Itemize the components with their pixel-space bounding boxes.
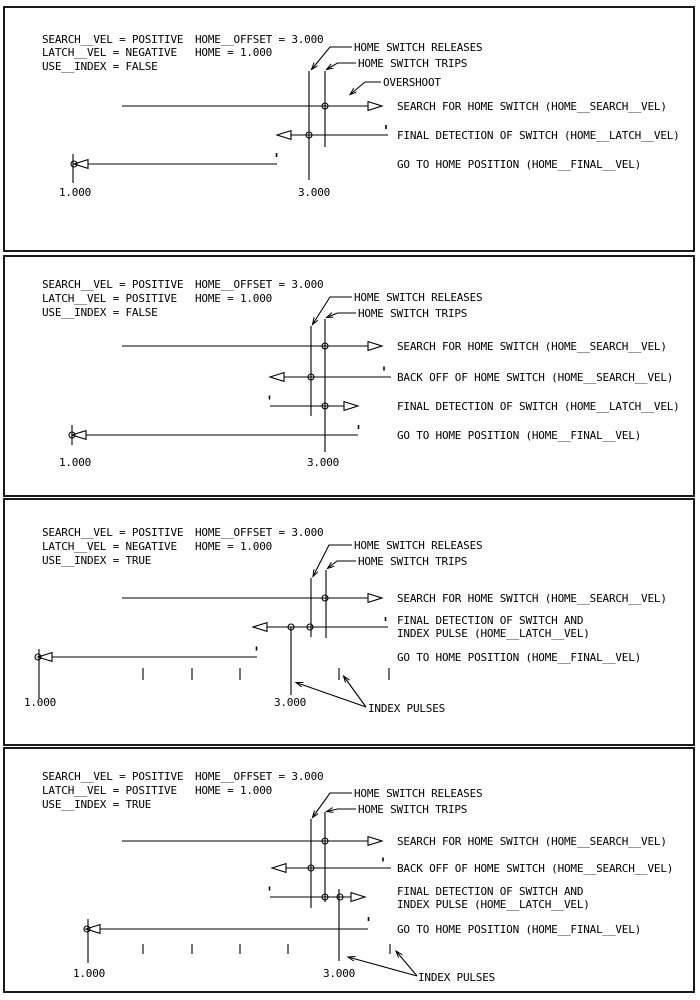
step-search-label: SEARCH FOR HOME SWITCH (HOME__SEARCH__VE… [397,340,667,353]
step-go-home-label: GO TO HOME POSITION (HOME__FINAL__VEL) [397,158,641,171]
param-search-vel: SEARCH__VEL = POSITIVE [42,33,183,46]
axis-label-home: 1.000 [59,456,91,469]
callout-leader-lines [313,296,356,325]
callout-switch-trips: HOME SWITCH TRIPS [358,555,467,568]
axis-label-offset: 3.000 [307,456,339,469]
move-final-latch [275,125,388,141]
step-back-off-label: BACK OFF OF HOME SWITCH (HOME__SEARCH__V… [397,862,673,875]
param-latch-vel: LATCH__VEL = NEGATIVE [42,540,177,553]
move-go-home [68,425,360,441]
callout-switch-releases: HOME SWITCH RELEASES [354,291,482,304]
step-search-label: SEARCH FOR HOME SWITCH (HOME__SEARCH__VE… [397,592,667,605]
axis-label-home: 1.000 [24,696,56,709]
callout-overshoot: OVERSHOOT [383,76,441,89]
axis-label-offset: 3.000 [323,967,355,980]
axis-label-home: 1.000 [73,967,105,980]
callout-switch-releases: HOME SWITCH RELEASES [354,539,482,552]
param-home: HOME = 1.000 [195,784,272,797]
param-home-offset: HOME__OFFSET = 3.000 [195,278,323,291]
index-pulse-ticks [142,627,390,695]
param-home: HOME = 1.000 [195,46,272,59]
switch-trip-release-lines [308,71,326,180]
param-use-index: USE__INDEX = TRUE [42,554,151,567]
index-pulses-leader-lines [296,676,367,708]
callout-switch-trips: HOME SWITCH TRIPS [358,57,467,70]
step-go-home-label: GO TO HOME POSITION (HOME__FINAL__VEL) [397,651,641,664]
index-pulses-label: INDEX PULSES [418,971,495,984]
callout-switch-trips: HOME SWITCH TRIPS [358,307,467,320]
step-go-home-label: GO TO HOME POSITION (HOME__FINAL__VEL) [397,429,641,442]
callout-switch-releases: HOME SWITCH RELEASES [354,41,482,54]
param-home-offset: HOME__OFFSET = 3.000 [195,33,323,46]
param-home: HOME = 1.000 [195,540,272,553]
move-final-latch-index [268,886,367,903]
move-back-off [268,366,391,383]
axis-label-offset: 3.000 [274,696,306,709]
callout-leader-lines [313,544,356,577]
param-home: HOME = 1.000 [195,292,272,305]
panel-border [3,6,695,252]
panel-3-negative-latch-with-index: SEARCH__VEL = POSITIVE LATCH__VEL = NEGA… [3,498,695,746]
step-final-label-line1: FINAL DETECTION OF SWITCH AND [397,614,583,627]
move-search [122,835,384,847]
panel-1-home-to-switch-negative-latch: SEARCH__VEL = POSITIVE LATCH__VEL = NEGA… [3,6,695,252]
panel-border [3,747,695,993]
param-search-vel: SEARCH__VEL = POSITIVE [42,526,183,539]
move-search [122,592,384,604]
panel-border [3,255,695,497]
move-search [122,100,384,112]
move-final-latch [268,395,360,412]
move-go-home [70,153,278,170]
panel-2-positive-latch-no-index: SEARCH__VEL = POSITIVE LATCH__VEL = POSI… [3,255,695,497]
move-back-off [270,857,391,874]
param-latch-vel: LATCH__VEL = POSITIVE [42,784,177,797]
callout-switch-trips: HOME SWITCH TRIPS [358,803,467,816]
step-search-label: SEARCH FOR HOME SWITCH (HOME__SEARCH__VE… [397,835,667,848]
step-final-label-line1: FINAL DETECTION OF SWITCH AND [397,885,583,898]
switch-trip-release-lines [310,812,326,908]
move-final-latch-index [251,617,388,633]
step-final-label-line2: INDEX PULSE (HOME__LATCH__VEL) [397,898,590,911]
callout-switch-releases: HOME SWITCH RELEASES [354,787,482,800]
param-search-vel: SEARCH__VEL = POSITIVE [42,770,183,783]
move-search [122,340,384,352]
step-final-label: FINAL DETECTION OF SWITCH (HOME__LATCH__… [397,400,680,413]
step-final-label-line2: INDEX PULSE (HOME__LATCH__VEL) [397,627,590,640]
move-go-home [34,646,258,663]
index-pulse-ticks [142,889,391,961]
param-use-index: USE__INDEX = TRUE [42,798,151,811]
step-back-off-label: BACK OFF OF HOME SWITCH (HOME__SEARCH__V… [397,371,673,384]
axis-label-home: 1.000 [59,186,91,199]
param-latch-vel: LATCH__VEL = POSITIVE [42,292,177,305]
step-final-label: FINAL DETECTION OF SWITCH (HOME__LATCH__… [397,129,680,142]
param-home-offset: HOME__OFFSET = 3.000 [195,770,323,783]
axis-label-offset: 3.000 [298,186,330,199]
callout-leader-lines [312,46,381,95]
param-search-vel: SEARCH__VEL = POSITIVE [42,278,183,291]
callout-leader-lines [313,792,356,818]
step-go-home-label: GO TO HOME POSITION (HOME__FINAL__VEL) [397,923,641,936]
index-pulses-leader-lines [348,951,418,977]
param-latch-vel: LATCH__VEL = NEGATIVE [42,46,177,59]
index-pulses-label: INDEX PULSES [368,702,445,715]
param-home-offset: HOME__OFFSET = 3.000 [195,526,323,539]
panel-border [3,498,695,746]
switch-trip-release-lines [310,319,326,452]
param-use-index: USE__INDEX = FALSE [42,60,158,73]
panel-4-positive-latch-with-index: SEARCH__VEL = POSITIVE LATCH__VEL = POSI… [3,747,695,993]
move-go-home [83,917,370,935]
step-search-label: SEARCH FOR HOME SWITCH (HOME__SEARCH__VE… [397,100,667,113]
param-use-index: USE__INDEX = FALSE [42,306,158,319]
